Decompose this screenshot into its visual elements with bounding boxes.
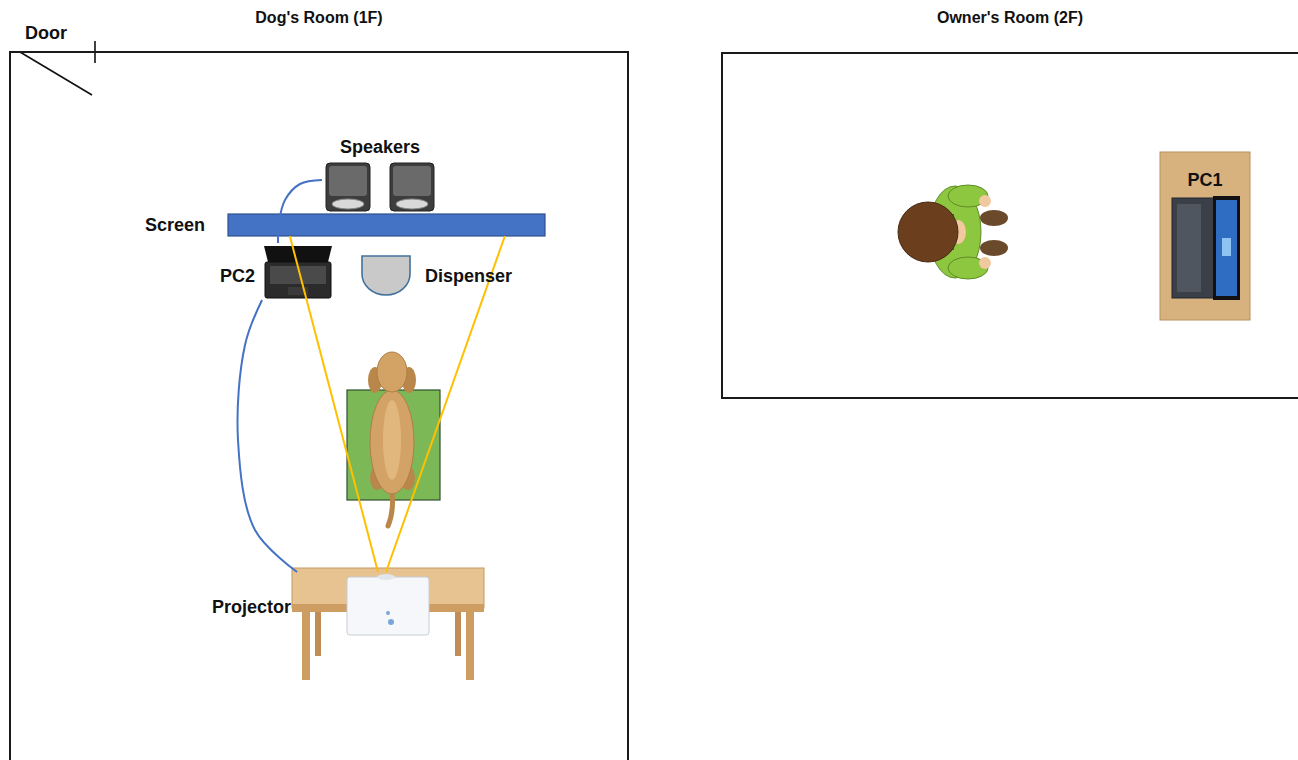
projector-light	[388, 619, 394, 625]
laptop-display	[1216, 200, 1237, 296]
table-symbol	[292, 568, 484, 680]
dog-back	[383, 400, 401, 480]
laptop-base	[1172, 198, 1214, 298]
table-leg	[302, 612, 310, 680]
display-logo	[1222, 238, 1231, 256]
laptop-symbol	[264, 246, 332, 298]
audio-cable	[278, 180, 322, 243]
speaker-box	[390, 163, 434, 211]
laptop-keys	[1177, 204, 1201, 292]
shoe	[980, 210, 1008, 226]
speaker-cone	[396, 199, 428, 209]
desk	[1160, 152, 1250, 320]
speaker-top	[329, 166, 367, 196]
table-leg	[315, 608, 321, 656]
laptop-symbol	[1172, 196, 1240, 300]
door: Door	[15, 22, 105, 100]
projector-light	[386, 611, 390, 615]
projection-screen	[228, 214, 545, 236]
table-leg	[466, 612, 474, 680]
part-label: PC2	[220, 266, 265, 286]
table-leg	[455, 608, 461, 656]
part-label: Screen	[145, 215, 225, 235]
laptop-lid	[1213, 196, 1240, 300]
dog-body	[370, 390, 414, 494]
head-hair	[898, 202, 958, 262]
door-symbol	[20, 41, 95, 95]
part-label: Speakers	[322, 137, 438, 157]
projection-ray	[290, 236, 378, 572]
door-leaf	[20, 52, 92, 95]
projector-symbol	[347, 574, 429, 635]
hand	[979, 195, 991, 207]
dog-head	[377, 352, 407, 392]
part-label: Door	[25, 23, 95, 43]
laptop-lid	[264, 246, 332, 262]
dog-figure	[368, 352, 416, 526]
dog-tail	[388, 492, 393, 526]
person-figure	[898, 185, 1008, 279]
projector-body	[347, 577, 429, 635]
video-cable	[238, 300, 298, 572]
speaker-symbol	[326, 163, 434, 211]
floor-mat	[347, 390, 440, 500]
speaker-cone	[332, 199, 364, 209]
dispenser-shape	[362, 256, 410, 295]
shoe	[980, 240, 1008, 256]
hand	[979, 257, 991, 269]
projector-lens	[377, 574, 395, 580]
speaker-box	[326, 163, 370, 211]
room-heading: Owner's Room (2F)	[722, 8, 1298, 28]
door-jamb	[94, 41, 96, 63]
part-label: Dispenser	[425, 266, 530, 286]
part-label: Projector	[212, 597, 302, 617]
speaker-top	[393, 166, 431, 196]
room-heading: Dog's Room (1F)	[10, 8, 628, 28]
